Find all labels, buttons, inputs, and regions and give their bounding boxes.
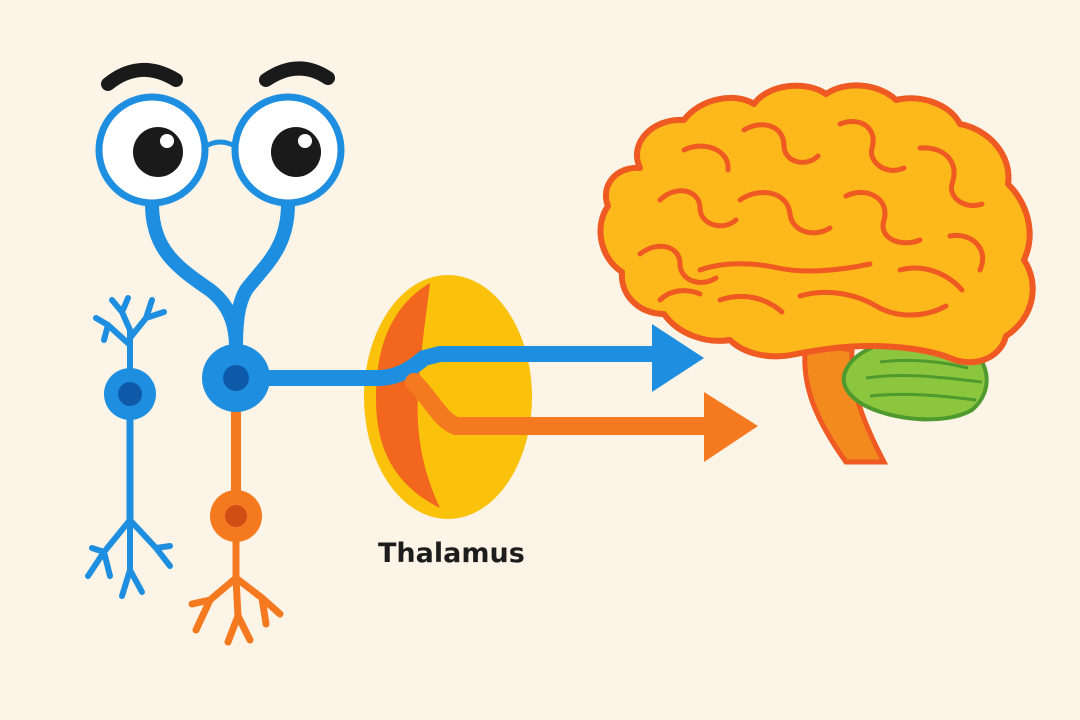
right-pupil — [271, 127, 321, 177]
eyes-with-glasses — [95, 61, 345, 355]
blue-pathway-axon — [228, 346, 668, 386]
left-pupil — [133, 127, 183, 177]
brain-icon — [597, 82, 1036, 465]
orange-arrowhead — [704, 392, 758, 462]
cerebellum-folds — [865, 358, 983, 402]
thalamus-icon — [364, 275, 532, 519]
orange-neuron-nucleus — [225, 505, 247, 527]
blue-neuron-nucleus — [118, 382, 142, 406]
blue-arrowhead — [652, 324, 704, 392]
blue-neuron-icon — [85, 295, 173, 599]
left-eyebrow — [101, 62, 183, 91]
thalamus-core — [376, 283, 440, 508]
brain-gyri — [637, 119, 986, 318]
right-eyebrow — [259, 61, 335, 87]
thalamus-label: Thalamus — [378, 538, 525, 569]
junction-nucleus — [223, 365, 249, 391]
orange-pathway — [405, 373, 719, 435]
cerebrum — [597, 82, 1036, 366]
right-pupil-highlight — [298, 134, 312, 148]
orange-neuron-icon — [188, 405, 284, 646]
left-pupil-highlight — [160, 134, 174, 148]
right-optic-nerve — [229, 197, 295, 355]
